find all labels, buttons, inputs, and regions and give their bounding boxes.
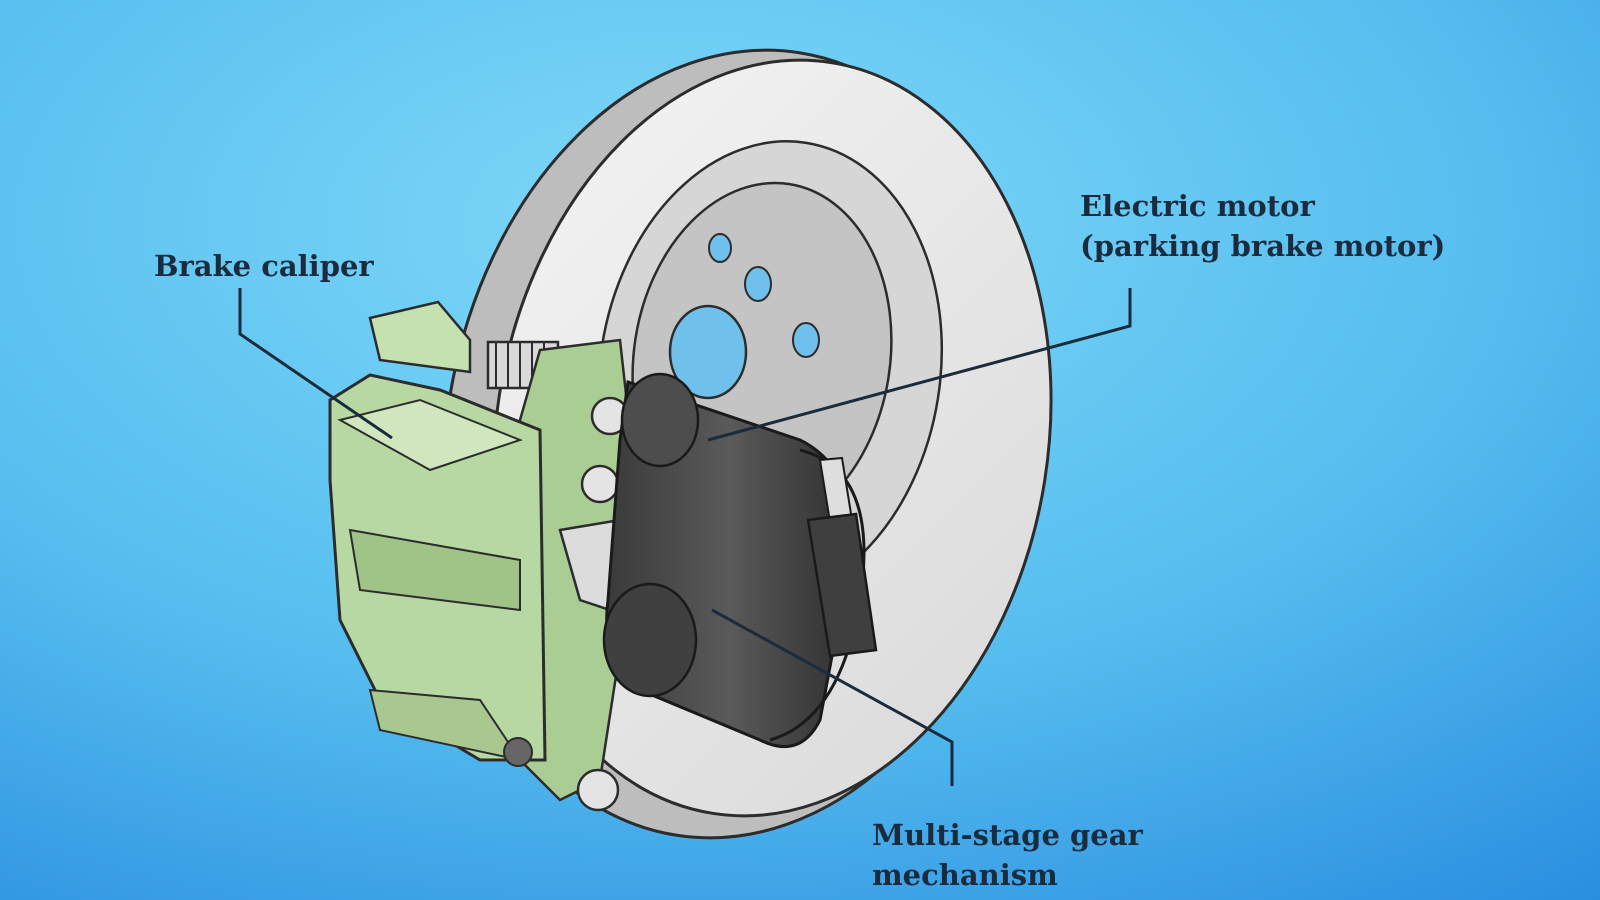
callout-line-motor — [707, 288, 1132, 442]
label-multi-stage-gear: Multi-stage gear — [872, 818, 1143, 852]
electric-motor — [602, 372, 878, 749]
callout-line-gear — [711, 608, 954, 786]
label-electric-motor: Electric motor — [1080, 189, 1315, 223]
callout-line-caliper — [238, 288, 393, 440]
label-parking-brake-motor: (parking brake motor) — [1080, 229, 1446, 263]
label-gear-mechanism: mechanism — [872, 858, 1058, 892]
label-brake-caliper: Brake caliper — [154, 249, 374, 283]
